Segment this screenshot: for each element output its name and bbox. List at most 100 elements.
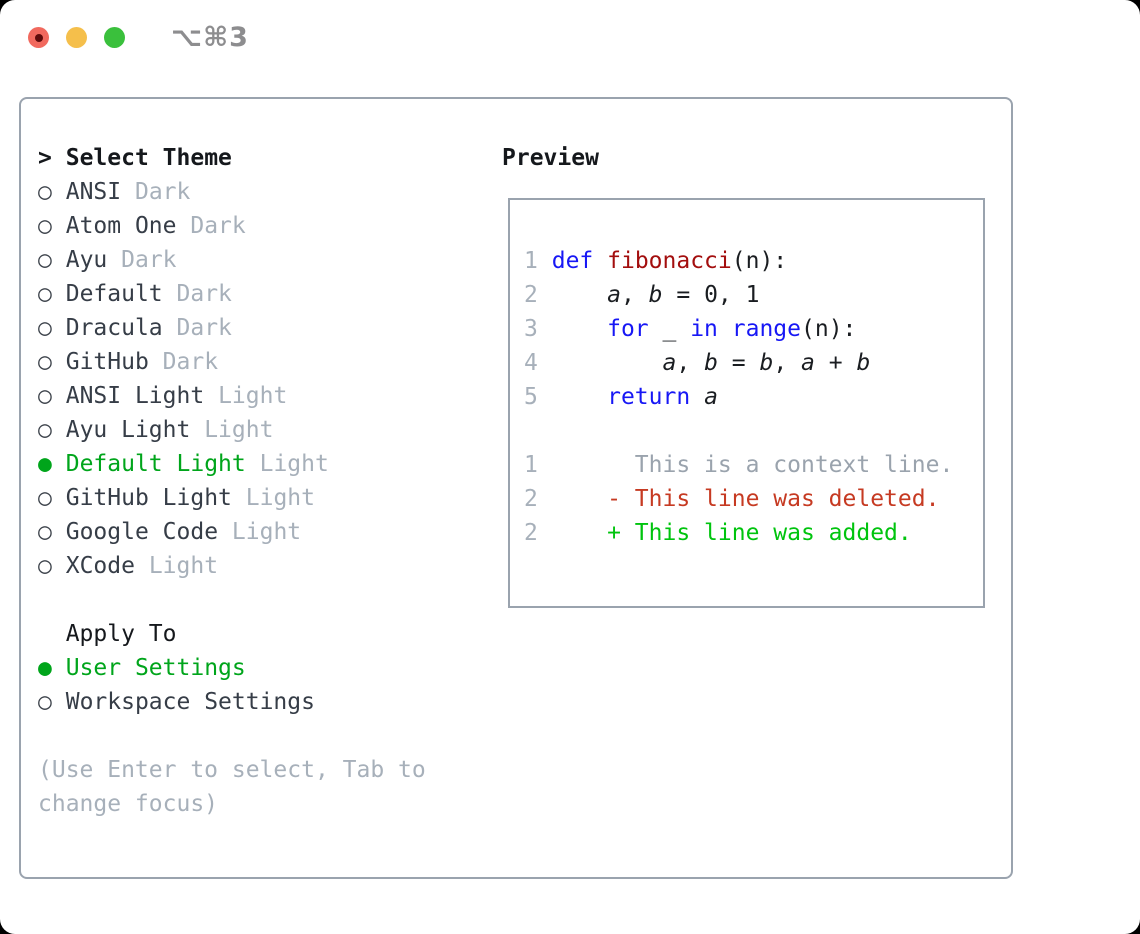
theme-variant-tag: Dark	[190, 213, 246, 239]
code-segment: + This line was added.	[551, 520, 912, 546]
preview-title: Preview	[502, 145, 599, 171]
left-pane: > Select Theme ○ ANSI Dark○ Atom One Dar…	[38, 141, 440, 821]
code-line: 3 for _ in range(n):	[524, 312, 983, 346]
apply-option-label: User Settings	[65, 655, 246, 681]
apply-to-list: ● User Settings○ Workspace Settings	[38, 651, 440, 719]
theme-option-ansi-dark[interactable]: ○ ANSI Dark	[38, 175, 440, 209]
window-title: ⌥⌘3	[171, 22, 249, 53]
theme-label: Ayu	[65, 247, 108, 273]
code-segment	[552, 384, 607, 410]
code-segment: b	[648, 282, 663, 308]
theme-option-default-light-light[interactable]: ● Default Light Light	[38, 447, 440, 481]
theme-variant-tag: Light	[204, 417, 274, 443]
code-segment: =	[717, 350, 760, 376]
radio-unselected-icon: ○	[38, 553, 52, 579]
code-line: 2 + This line was added.	[524, 516, 983, 550]
apply-to-header: Apply To	[38, 617, 440, 651]
select-theme-title: Select Theme	[65, 145, 232, 171]
close-dot-icon	[34, 33, 43, 42]
code-segment: - This line was deleted.	[551, 486, 940, 512]
code-line: 1 This is a context line.	[524, 448, 983, 482]
line-number: 2	[524, 282, 538, 308]
theme-option-ayu-light-light[interactable]: ○ Ayu Light Light	[38, 413, 440, 447]
minimize-button[interactable]	[66, 27, 87, 48]
line-number: 3	[524, 316, 538, 342]
code-segment: (n):	[731, 248, 788, 274]
line-number: 4	[524, 350, 538, 376]
radio-unselected-icon: ○	[38, 315, 52, 341]
theme-option-ayu-dark[interactable]: ○ Ayu Dark	[38, 243, 440, 277]
theme-label: GitHub Light	[65, 485, 232, 511]
code-segment: (n):	[801, 316, 857, 342]
theme-label: ANSI Light	[65, 383, 205, 409]
apply-option-user-settings[interactable]: ● User Settings	[38, 651, 440, 685]
code-line: 4 a, b = b, a + b	[524, 346, 983, 380]
apply-to-title: Apply To	[65, 621, 177, 647]
code-segment: a	[662, 350, 677, 376]
theme-label: Default Light	[65, 451, 246, 477]
code-segment: def	[551, 248, 594, 274]
close-button[interactable]	[28, 27, 49, 48]
theme-label: Default	[65, 281, 163, 307]
zoom-button[interactable]	[104, 27, 125, 48]
theme-label: Atom One	[65, 213, 177, 239]
code-segment: b	[856, 350, 871, 376]
theme-variant-tag: Light	[218, 383, 288, 409]
theme-variant-tag: Dark	[134, 179, 191, 205]
code-segment: = 0, 1	[662, 282, 760, 308]
code-line: 5 return a	[524, 380, 983, 414]
theme-list: ○ ANSI Dark○ Atom One Dark○ Ayu Dark○ De…	[38, 175, 440, 583]
code-segment: in	[690, 316, 718, 342]
code-segment: b	[704, 350, 718, 376]
traffic-lights	[28, 27, 125, 48]
code-segment: ,	[676, 350, 705, 376]
radio-unselected-icon: ○	[38, 417, 52, 443]
theme-label: GitHub	[65, 349, 149, 375]
code-segment: for	[607, 316, 649, 342]
theme-variant-tag: Light	[148, 553, 219, 579]
line-number: 1	[524, 248, 538, 274]
code-segment: range	[731, 316, 802, 342]
code-segment	[690, 384, 704, 410]
titlebar: ⌥⌘3	[28, 22, 249, 53]
code-segment: b	[759, 350, 774, 376]
radio-unselected-icon: ○	[38, 349, 52, 375]
theme-option-default-dark[interactable]: ○ Default Dark	[38, 277, 440, 311]
theme-variant-tag: Dark	[176, 281, 232, 307]
code-segment: ,	[620, 282, 649, 308]
radio-unselected-icon: ○	[38, 281, 52, 307]
theme-label: Dracula	[65, 315, 163, 341]
theme-variant-tag: Dark	[176, 315, 232, 341]
theme-option-xcode-light[interactable]: ○ XCode Light	[38, 549, 440, 583]
radio-unselected-icon: ○	[38, 383, 52, 409]
code-segment: ,	[773, 350, 802, 376]
theme-option-ansi-light-light[interactable]: ○ ANSI Light Light	[38, 379, 440, 413]
code-segment: a	[704, 384, 718, 410]
line-number: 2	[524, 486, 538, 512]
theme-selector-panel: > Select Theme ○ ANSI Dark○ Atom One Dar…	[19, 97, 1013, 879]
select-theme-header: > Select Theme	[38, 141, 440, 175]
radio-unselected-icon: ○	[38, 179, 52, 205]
theme-option-atom-one-dark[interactable]: ○ Atom One Dark	[38, 209, 440, 243]
theme-label: XCode	[65, 553, 135, 579]
radio-unselected-icon: ○	[38, 213, 52, 239]
code-line: 2 - This line was deleted.	[524, 482, 983, 516]
theme-variant-tag: Light	[259, 451, 329, 477]
theme-label: Google Code	[65, 519, 219, 545]
line-number: 5	[524, 384, 538, 410]
code-segment: a	[607, 282, 621, 308]
theme-option-github-dark[interactable]: ○ GitHub Dark	[38, 345, 440, 379]
code-segment	[552, 282, 607, 308]
theme-variant-tag: Dark	[162, 349, 219, 375]
theme-option-dracula-dark[interactable]: ○ Dracula Dark	[38, 311, 440, 345]
theme-option-github-light-light[interactable]: ○ GitHub Light Light	[38, 481, 440, 515]
theme-variant-tag: Light	[231, 519, 302, 545]
theme-option-google-code-light[interactable]: ○ Google Code Light	[38, 515, 440, 549]
code-segment: This is a context line.	[551, 452, 954, 478]
apply-option-workspace-settings[interactable]: ○ Workspace Settings	[38, 685, 440, 719]
line-number: 1	[524, 452, 538, 478]
help-text: (Use Enter to select, Tab to change focu…	[38, 757, 426, 817]
